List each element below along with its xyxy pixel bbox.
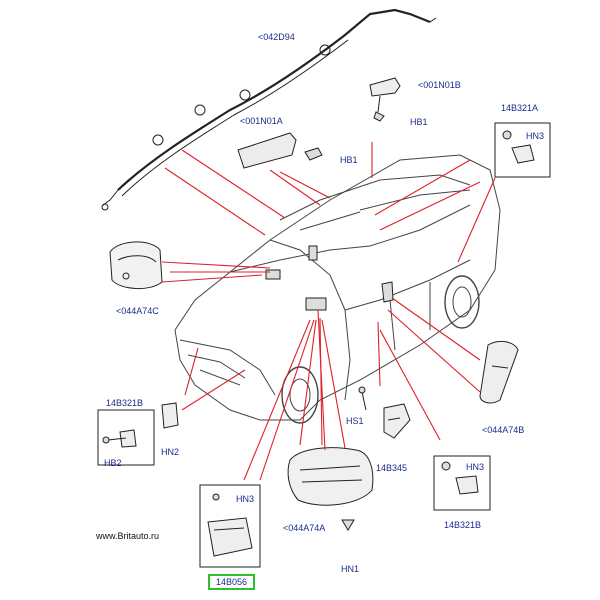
roof-curtain-airbag — [101, 8, 437, 211]
inner-parts — [265, 245, 394, 311]
label-nut-hn1: HN1 — [341, 564, 360, 574]
label-control-module: 14B056 — [208, 574, 256, 590]
car-body — [174, 154, 501, 424]
label-screw-hs1: HS1 — [346, 416, 364, 426]
label-nut-hn2: HN2 — [161, 447, 180, 457]
sensor-14b321a-box — [494, 122, 551, 178]
label-nut-hn3-right-top: HN3 — [526, 131, 545, 141]
website-text: www.Britauto.ru — [96, 531, 160, 541]
label-sensor-14b321b-left: 14B321B — [106, 398, 144, 408]
sensor-14b321b-left-box — [97, 402, 179, 466]
label-sensor-14b321a: 14B321A — [501, 103, 539, 113]
leader-lines — [161, 142, 496, 481]
passenger-airbag — [287, 447, 374, 531]
label-screw-hb1-top: HB1 — [410, 117, 428, 127]
clip-001n01a — [237, 132, 323, 169]
label-nut-hn3-module: HN3 — [236, 494, 255, 504]
label-nut-hn3-right-bottom: HN3 — [466, 462, 485, 472]
label-driver-airbag: <044A74C — [116, 306, 159, 316]
label-passenger-airbag: <044A74A — [283, 523, 326, 533]
sensor-14b321b-right-box — [433, 455, 491, 511]
label-sensor-14b345: 14B345 — [376, 463, 408, 473]
label-screw-hb1-left: HB1 — [340, 155, 358, 165]
control-module-box — [199, 484, 261, 568]
label-bolt-hb2: HB2 — [104, 458, 122, 468]
label-sensor-14b321b-right: 14B321B — [444, 520, 482, 530]
label-clip-001n01b: <001N01B — [418, 80, 461, 90]
label-roof-curtain-airbag: <042D94 — [258, 32, 295, 42]
label-clip-001n01a: <001N01A — [240, 116, 283, 126]
seat-airbag — [479, 340, 519, 404]
sensor-14b345-group — [358, 386, 411, 439]
driver-airbag — [109, 241, 163, 289]
clip-001n01b — [369, 77, 401, 122]
label-seat-airbag: <044A74B — [482, 425, 525, 435]
